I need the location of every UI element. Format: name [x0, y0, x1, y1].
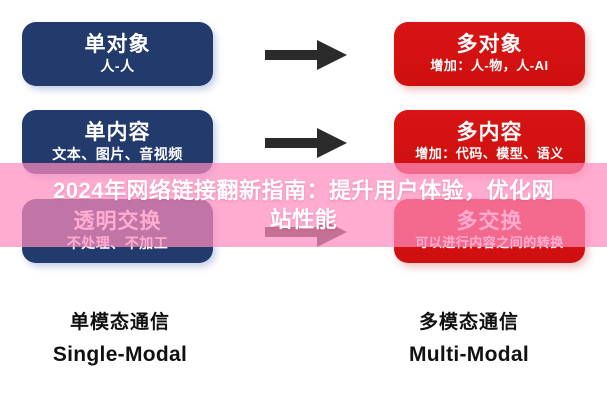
- card-subtitle: 增加：人-物，人-AI: [430, 58, 549, 74]
- card-multi-object: 多对象 增加：人-物，人-AI: [394, 22, 585, 86]
- card-title: 单内容: [84, 120, 151, 144]
- card-title: 单对象: [84, 32, 151, 56]
- card-title: 多对象: [456, 33, 523, 57]
- promo-headline: 2024年网络链接翻新指南：提升用户体验，优化网站性能: [53, 177, 554, 232]
- footer-label-en: Multi-Modal: [409, 342, 529, 366]
- promo-banner-overlay: 2024年网络链接翻新指南：提升用户体验，优化网站性能: [0, 163, 607, 247]
- arrow-right-icon: [265, 126, 347, 160]
- footer-label-en: Single-Modal: [52, 342, 188, 366]
- card-single-object: 单对象 人-人: [22, 22, 213, 86]
- footer-label-multi-modal: 多模态通信 Multi-Modal: [349, 312, 589, 369]
- card-title: 多内容: [456, 121, 523, 145]
- footer-label-single-modal: 单模态通信 Single-Modal: [0, 312, 240, 369]
- card-subtitle: 文本、图片、音视频: [52, 145, 183, 162]
- arrow-right-icon: [265, 38, 347, 72]
- footer-label-cn: 多模态通信: [418, 312, 519, 333]
- card-subtitle: 增加：代码、模型、语义: [415, 146, 564, 162]
- card-subtitle: 人-人: [100, 57, 135, 74]
- footer-label-cn: 单模态通信: [69, 312, 170, 333]
